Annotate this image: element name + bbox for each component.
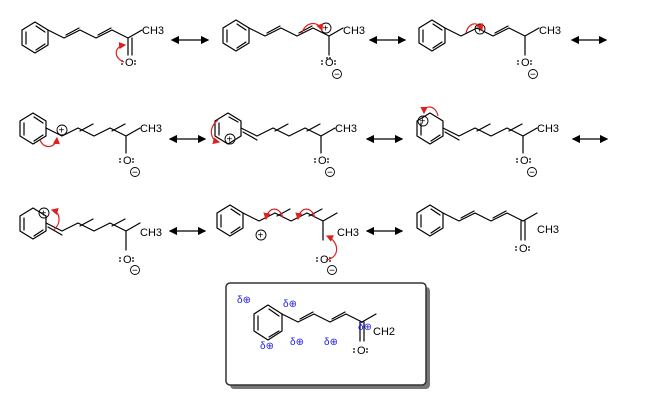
electron-arrow xyxy=(420,106,439,117)
charge-label: − xyxy=(530,70,536,81)
methylene-label: CH2 xyxy=(373,326,395,338)
electron-arrow xyxy=(325,235,338,261)
electron-arrow xyxy=(115,41,127,63)
oxygen-label: O xyxy=(521,57,530,69)
delta-positive-label: δ⊕ xyxy=(324,337,338,348)
oxygen-label: O xyxy=(320,254,329,266)
methyl-label: CH3 xyxy=(142,25,164,37)
structure-3: + CH3 O − xyxy=(418,19,561,81)
electron-arrow xyxy=(263,208,284,221)
svg-text:+: + xyxy=(59,126,65,137)
oxygen-label: O xyxy=(125,57,134,69)
methyl-label: CH3 xyxy=(337,227,359,239)
oxygen-label: O xyxy=(318,155,327,167)
structure-2: + CH3 O − xyxy=(222,19,365,81)
svg-text:+: + xyxy=(323,24,329,35)
summary-box: CH2 O δ⊕ δ⊕ δ⊕ δ⊕ δ⊕ δ⊕ xyxy=(225,282,430,389)
oxygen-label: O xyxy=(325,57,334,69)
charge-label: − xyxy=(529,168,535,179)
oxygen-label: O xyxy=(520,155,529,167)
structure-4: + CH3 O − xyxy=(19,112,162,179)
charge-label: − xyxy=(329,266,335,277)
methyl-label: CH3 xyxy=(537,123,559,135)
methyl-label: CH3 xyxy=(140,227,162,239)
electron-arrow xyxy=(301,23,324,34)
methyl-label: CH3 xyxy=(140,123,162,135)
charge-label: − xyxy=(327,168,333,179)
structure-8: + CH3 O − xyxy=(216,204,359,277)
methyl-label: CH3 xyxy=(537,224,559,236)
charge-label: − xyxy=(334,70,340,81)
charge-label: − xyxy=(132,168,138,179)
structure-7: + CH3 O − xyxy=(19,207,162,277)
svg-text:+: + xyxy=(227,135,233,146)
svg-text:+: + xyxy=(41,209,47,220)
methyl-label: CH3 xyxy=(539,25,561,37)
structure-1: CH3 O xyxy=(21,21,164,69)
electron-arrow xyxy=(50,207,60,231)
oxygen-label: O xyxy=(123,155,132,167)
charge-label: − xyxy=(132,266,138,277)
electron-arrow xyxy=(295,208,316,221)
delta-positive-label: δ⊕ xyxy=(283,299,297,310)
electron-arrow xyxy=(465,23,484,34)
delta-positive-label: δ⊕ xyxy=(237,295,251,306)
oxygen-label: O xyxy=(519,243,528,255)
delta-positive-label: δ⊕ xyxy=(260,341,274,352)
electron-arrow xyxy=(39,136,60,148)
delta-positive-label: δ⊕ xyxy=(358,322,372,333)
svg-text:+: + xyxy=(258,231,264,242)
structure-6: + CH3 O − xyxy=(416,106,559,179)
oxygen-label: O xyxy=(123,254,132,266)
delta-positive-label: δ⊕ xyxy=(290,337,304,348)
methyl-label: CH3 xyxy=(335,123,357,135)
electron-arrow xyxy=(210,119,221,145)
methyl-label: CH3 xyxy=(343,25,365,37)
oxygen-label: O xyxy=(357,345,366,357)
structure-9: CH3 O xyxy=(416,204,559,255)
structure-5: + CH3 O − xyxy=(210,112,357,179)
svg-text:+: + xyxy=(420,117,426,128)
